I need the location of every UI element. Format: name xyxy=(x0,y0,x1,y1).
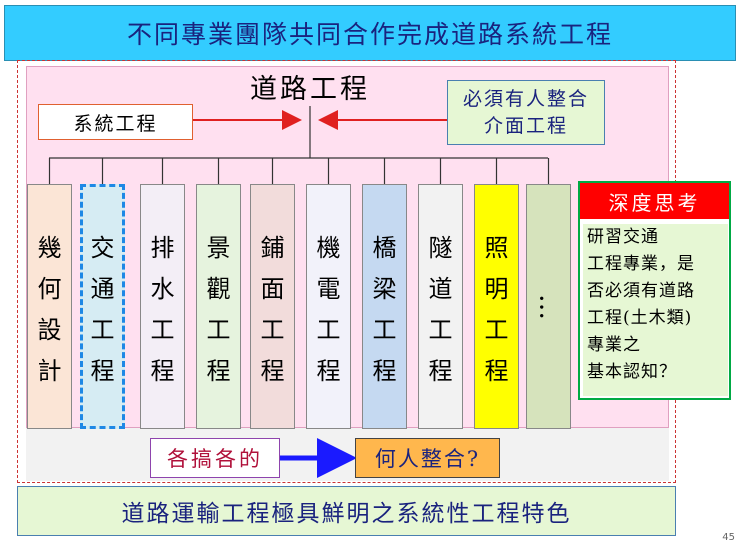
discipline-char: 道 xyxy=(428,274,453,303)
discipline-column: 隧道工程 xyxy=(418,184,463,429)
discipline-column: 機電工程 xyxy=(306,184,351,429)
discipline-column: 交通工程 xyxy=(80,184,125,429)
deep-thinking-line: 工程專業，是 xyxy=(587,254,695,274)
discipline-char: 橋 xyxy=(372,233,397,262)
integration-note-line-1: 必須有人整合 xyxy=(462,87,589,110)
system-engineering-box: 系統工程 xyxy=(38,104,193,140)
deep-thinking-body: 研習交通 工程專業，是 否必須有道路 工程(土木類) 專業之 基本認知？ xyxy=(583,224,728,396)
discipline-char: 工 xyxy=(206,315,231,344)
bottom-conclusion-bar: 道路運輸工程極具鮮明之系統性工程特色 xyxy=(17,486,676,536)
drop-lines xyxy=(48,158,550,184)
discipline-char: 明 xyxy=(484,274,509,303)
deep-thinking-line: 工程(土木類) xyxy=(587,308,693,328)
discipline-char: 隧 xyxy=(428,233,453,262)
discipline-char: 程 xyxy=(90,356,115,385)
deep-thinking-line: 專業之 xyxy=(587,335,641,355)
discipline-char: 工 xyxy=(316,315,341,344)
discipline-column: 橋梁工程 xyxy=(362,184,407,429)
page-number: 45 xyxy=(722,532,735,543)
discipline-char: 排 xyxy=(150,233,175,262)
discipline-char: 程 xyxy=(260,356,285,385)
discipline-char: 機 xyxy=(316,233,341,262)
discipline-column: 照明工程 xyxy=(474,184,519,429)
discipline-char: 幾 xyxy=(37,233,62,262)
discipline-char: 程 xyxy=(484,356,509,385)
discipline-char: 程 xyxy=(428,356,453,385)
integration-note-line-2: 介面工程 xyxy=(483,114,568,137)
discipline-char: 設 xyxy=(37,315,62,344)
discipline-char: 工 xyxy=(484,315,509,344)
discipline-char: 工 xyxy=(90,315,115,344)
discipline-char: 通 xyxy=(90,274,115,303)
integration-note-box: 必須有人整合 介面工程 xyxy=(447,80,605,145)
discipline-char: 程 xyxy=(316,356,341,385)
discipline-char: 程 xyxy=(150,356,175,385)
discipline-char: 工 xyxy=(428,315,453,344)
discipline-char: 工 xyxy=(372,315,397,344)
discipline-char: 梁 xyxy=(372,274,397,303)
deep-thinking-header: 深度思考 xyxy=(580,183,729,219)
discipline-char: 工 xyxy=(150,315,175,344)
discipline-char: 觀 xyxy=(206,274,231,303)
discipline-column: 景觀工程 xyxy=(196,184,241,429)
each-own-box: 各搞各的 xyxy=(150,438,280,478)
discipline-char: 電 xyxy=(316,274,341,303)
discipline-char: 程 xyxy=(372,356,397,385)
discipline-char: 何 xyxy=(37,274,62,303)
discipline-char: 工 xyxy=(260,315,285,344)
deep-thinking-line: 否必須有道路 xyxy=(587,281,695,301)
who-integrates-box: 何人整合? xyxy=(355,438,500,478)
title-bar: 不同專業團隊共同合作完成道路系統工程 xyxy=(4,5,736,61)
discipline-char: … xyxy=(533,293,564,320)
discipline-column: … xyxy=(526,184,571,429)
deep-thinking-line: 基本認知？ xyxy=(587,362,677,382)
main-node-road-engineering: 道路工程 xyxy=(250,74,370,105)
discipline-char: 鋪 xyxy=(260,233,285,262)
discipline-column: 排水工程 xyxy=(140,184,185,429)
discipline-char: 照 xyxy=(484,233,509,262)
discipline-char: 水 xyxy=(150,274,175,303)
discipline-char: 計 xyxy=(37,356,62,385)
discipline-char: 程 xyxy=(206,356,231,385)
discipline-char: 面 xyxy=(260,274,285,303)
deep-thinking-line: 研習交通 xyxy=(587,227,659,247)
discipline-char: 景 xyxy=(206,233,231,262)
discipline-column: 幾何設計 xyxy=(27,184,72,429)
discipline-char: 交 xyxy=(90,233,115,262)
discipline-column: 鋪面工程 xyxy=(250,184,295,429)
